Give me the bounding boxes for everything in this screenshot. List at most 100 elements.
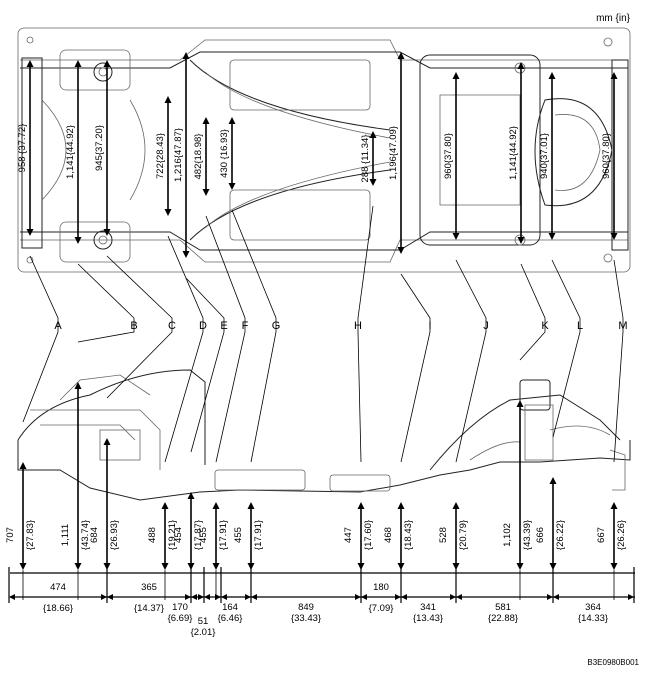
spacing-mm-6: 180 bbox=[373, 582, 389, 593]
spacing-arrowhead bbox=[191, 594, 197, 600]
height-in-h: {17.60} bbox=[363, 520, 374, 550]
height-in-b: {43.74} bbox=[80, 520, 91, 550]
spacing-mm-4: 164 bbox=[222, 602, 238, 613]
width-value-h: 288 {11.34} bbox=[360, 135, 371, 183]
leader-lines bbox=[22, 205, 624, 463]
spacing-arrowhead bbox=[547, 594, 553, 600]
width-value-l: 940{37.01} bbox=[539, 133, 550, 179]
spacing-mm-1: 365 bbox=[141, 582, 157, 593]
leader-j bbox=[455, 259, 487, 463]
point-label-i: I bbox=[428, 320, 431, 332]
height-arrow-e bbox=[187, 492, 195, 570]
width-value-g: 430 {16.93} bbox=[219, 129, 230, 178]
width-dimensions: 958 {37.72} 1,141{44.92} 945{37.20} 722{28.… bbox=[17, 52, 618, 258]
spacing-in-3: {2.01} bbox=[191, 627, 216, 638]
spacing-in-4: {6.46} bbox=[218, 613, 243, 624]
height-arrow-c bbox=[103, 438, 111, 570]
underbody-side-view bbox=[17, 369, 631, 501]
spacing-arrowhead bbox=[395, 594, 401, 600]
spacing-mm-5: 849 bbox=[298, 602, 314, 613]
spacing-arrowhead bbox=[215, 594, 221, 600]
spacing-mm-3: 51 bbox=[198, 616, 209, 627]
point-label-a: A bbox=[54, 320, 62, 332]
height-in-e: {17.87} bbox=[193, 520, 204, 550]
width-value-d: 722{28.43} bbox=[155, 133, 166, 179]
spacing-arrowhead bbox=[456, 594, 462, 600]
spacing-arrowhead bbox=[101, 594, 107, 600]
height-arrow-b bbox=[74, 382, 82, 570]
width-arrow-h bbox=[369, 131, 377, 186]
point-label-l: L bbox=[577, 320, 583, 332]
spacing-in-2: {6.69} bbox=[168, 613, 193, 624]
height-mm-l: 666 bbox=[535, 527, 546, 543]
height-mm-b: 1,111 bbox=[60, 524, 71, 546]
spacing-arrowhead bbox=[553, 594, 559, 600]
units-label: mm {in} bbox=[596, 13, 631, 24]
width-arrow-g bbox=[228, 117, 236, 190]
spacing-in-5: {33.43} bbox=[291, 613, 321, 624]
spacing-arrowhead bbox=[401, 594, 407, 600]
leader-i bbox=[400, 273, 431, 463]
width-arrow-b bbox=[74, 60, 82, 244]
spacing-in-1: {14.37} bbox=[134, 603, 164, 614]
width-value-j: 960{37.80} bbox=[443, 133, 454, 179]
height-mm-c: 684 bbox=[89, 527, 100, 543]
leader-k bbox=[519, 263, 546, 361]
height-arrow-l bbox=[549, 477, 557, 570]
height-arrow-i bbox=[397, 502, 405, 570]
leader-c bbox=[106, 255, 173, 399]
spacing-arrowhead bbox=[355, 594, 361, 600]
point-label-h: H bbox=[354, 320, 362, 332]
width-arrow-i bbox=[397, 52, 405, 254]
height-mm-g: 455 bbox=[233, 527, 244, 543]
width-arrow-m bbox=[610, 72, 618, 240]
height-mm-a: 707 bbox=[5, 527, 16, 543]
spacing-dimensions: 474{18.66}365{14.37}170{6.69}51{2.01}164… bbox=[8, 567, 635, 638]
leader-l bbox=[551, 259, 581, 438]
spacing-mm-2: 170 bbox=[172, 602, 188, 613]
width-arrow-c bbox=[103, 60, 111, 236]
width-value-a: 958 {37.72} bbox=[17, 124, 28, 173]
height-in-c: {26.93} bbox=[109, 520, 120, 550]
spacing-mm-8: 581 bbox=[495, 602, 511, 613]
height-arrow-g bbox=[247, 502, 255, 570]
point-label-j: J bbox=[483, 320, 489, 332]
point-label-k: K bbox=[541, 320, 549, 332]
height-in-f: {17.91} bbox=[218, 520, 229, 550]
point-label-d: D bbox=[199, 320, 207, 332]
height-mm-h: 447 bbox=[343, 527, 354, 543]
spacing-arrowhead bbox=[107, 594, 113, 600]
height-in-l: {26.22} bbox=[555, 520, 566, 550]
spacing-mm-9: 364 bbox=[585, 602, 601, 613]
leader-m bbox=[613, 259, 624, 463]
width-arrow-f bbox=[202, 117, 210, 196]
leader-h bbox=[357, 205, 374, 463]
spacing-in-8: {22.88} bbox=[488, 613, 518, 624]
width-value-c: 945{37.20} bbox=[94, 125, 105, 171]
height-arrow-m bbox=[610, 502, 618, 570]
height-arrow-a bbox=[19, 462, 27, 570]
leader-e bbox=[185, 277, 225, 453]
point-label-m: M bbox=[618, 320, 627, 332]
spacing-arrowhead bbox=[361, 594, 367, 600]
width-value-b: 1,141{44.92} bbox=[65, 125, 76, 179]
height-in-a: {27.83} bbox=[25, 520, 36, 550]
height-mm-f: 455 bbox=[198, 527, 209, 543]
spacing-in-7: {13.43} bbox=[413, 613, 443, 624]
spacing-arrowhead bbox=[450, 594, 456, 600]
height-mm-i: 468 bbox=[383, 527, 394, 543]
height-arrow-k bbox=[516, 400, 524, 570]
height-mm-j: 528 bbox=[438, 527, 449, 543]
width-arrow-l bbox=[548, 72, 556, 240]
height-arrow-h bbox=[357, 502, 365, 570]
height-arrow-d bbox=[161, 502, 169, 570]
spacing-arrowhead bbox=[245, 594, 251, 600]
height-in-i: {18.43} bbox=[403, 520, 414, 550]
spacing-in-9: {14.33} bbox=[578, 613, 608, 624]
leader-a bbox=[22, 255, 59, 423]
leader-d bbox=[164, 235, 204, 463]
height-arrow-f bbox=[212, 502, 220, 570]
spacing-arrowhead bbox=[221, 594, 227, 600]
width-value-e: 1,216{47.87} bbox=[173, 128, 184, 182]
